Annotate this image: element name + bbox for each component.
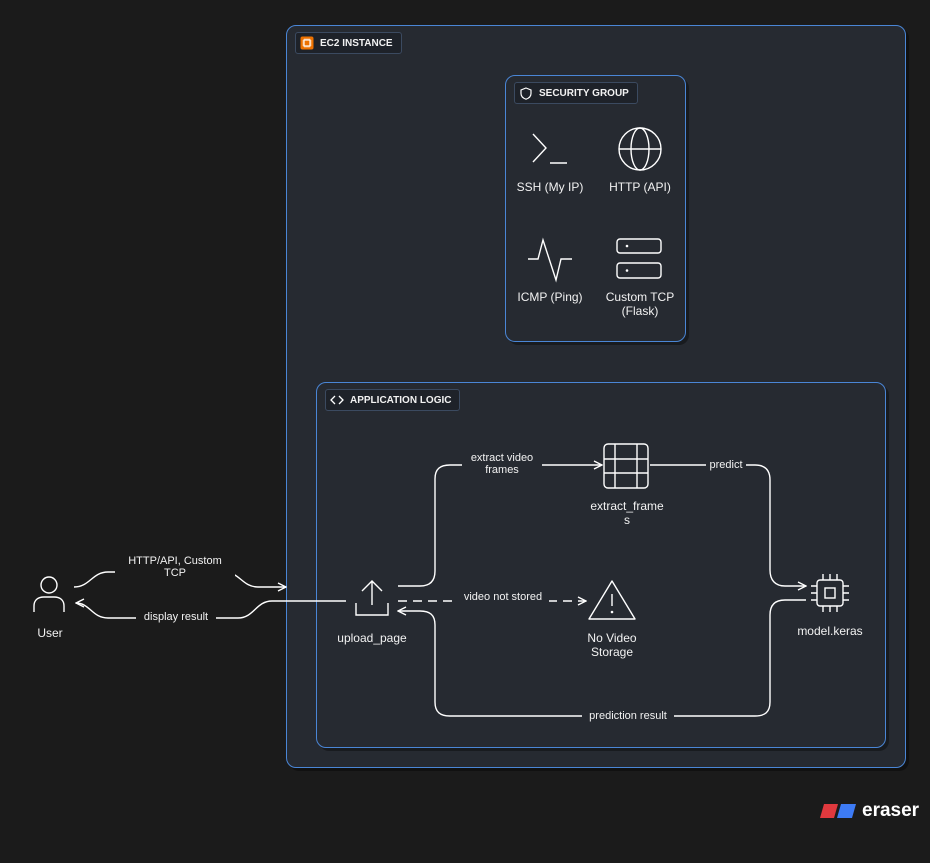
ec2-instance-title: EC2 INSTANCE bbox=[320, 37, 393, 49]
user-node-label: User bbox=[37, 626, 63, 640]
ec2-instance-label: EC2 INSTANCE bbox=[295, 32, 402, 54]
application-logic-label: APPLICATION LOGIC bbox=[325, 389, 461, 411]
edge-upload-to-user bbox=[76, 601, 346, 619]
cpu-chip-icon bbox=[811, 574, 849, 612]
warning-icon bbox=[588, 580, 636, 620]
application-logic-group[interactable]: APPLICATION LOGIC bbox=[316, 382, 886, 748]
film-frames-icon bbox=[603, 443, 649, 489]
user-icon bbox=[33, 576, 65, 612]
edge-label-extract-video-frames: extract video frames bbox=[462, 452, 542, 476]
globe-icon bbox=[618, 127, 662, 171]
eraser-logo-icon bbox=[820, 804, 856, 818]
ec2-icon bbox=[300, 36, 314, 50]
edge-label-user-to-upload: HTTP/API, Custom TCP bbox=[115, 555, 235, 579]
edge-label-upload-to-user: display result bbox=[136, 611, 216, 623]
extract-frames-node-label: extract_frame s bbox=[590, 499, 664, 527]
no-video-storage-node-label: No Video Storage bbox=[587, 631, 637, 659]
edge-extract-to-model bbox=[650, 464, 806, 586]
edge-label-predict: predict bbox=[706, 459, 746, 471]
ssh-label: SSH (My IP) bbox=[516, 180, 584, 194]
security-group-title: SECURITY GROUP bbox=[539, 87, 629, 99]
eraser-brand-name: eraser bbox=[862, 800, 920, 821]
upload-icon bbox=[355, 580, 389, 616]
security-group-label: SECURITY GROUP bbox=[514, 82, 638, 104]
edge-upload-to-extract bbox=[398, 465, 602, 587]
icmp-label: ICMP (Ping) bbox=[517, 290, 583, 304]
edge-label-video-not-stored: video not stored bbox=[457, 591, 549, 603]
shield-icon bbox=[519, 86, 533, 100]
application-logic-title: APPLICATION LOGIC bbox=[350, 394, 452, 406]
custom-tcp-label: Custom TCP (Flask) bbox=[605, 290, 675, 318]
security-group[interactable]: SECURITY GROUP bbox=[505, 75, 686, 342]
model-node-label: model.keras bbox=[797, 624, 863, 638]
upload-page-node-label: upload_page bbox=[337, 631, 407, 645]
http-label: HTTP (API) bbox=[609, 180, 671, 194]
activity-pulse-icon bbox=[528, 237, 572, 283]
code-icon bbox=[330, 393, 344, 407]
server-icon bbox=[616, 238, 662, 279]
terminal-icon bbox=[532, 133, 567, 164]
edge-label-prediction-result: prediction result bbox=[582, 710, 674, 722]
eraser-brand: eraser bbox=[820, 800, 919, 822]
